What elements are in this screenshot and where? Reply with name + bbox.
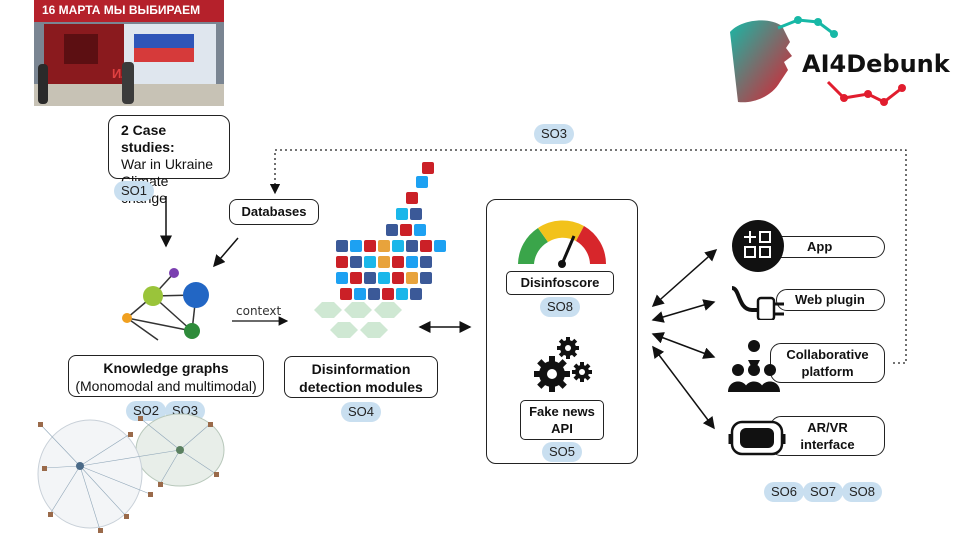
poster-headline: 16 МАРТА МЫ ВЫБИРАЕМ [42,3,201,17]
case-study-ukraine: War in Ukraine [121,156,214,172]
arrow-core-arvr [652,345,715,430]
so1-tag: SO1 [114,181,154,201]
api-line1: Fake news [529,404,595,419]
case-studies-title: 2 Case studies: [121,122,175,155]
detection-line2: detection modules [299,379,423,395]
arrow-core-collab [651,332,716,359]
arrow-db-to-graph [213,237,239,268]
logo-text: AI4Debunk [802,50,950,78]
case-studies-box: 2 Case studies: War in Ukraine Climate c… [108,115,230,206]
so3-tag: SO3 [534,124,574,144]
collab-line1: Collaborative [786,347,869,362]
disinfoscore-box: Disinfoscore [506,271,614,295]
detection-modules-box: Disinformation detection modules [284,356,438,398]
logo-head-icon [730,16,906,106]
vr-headset-icon [728,416,790,460]
disinfoscore-gauge-icon [512,212,612,268]
web-plugin-label: Web plugin [795,292,865,307]
so5-tag: SO5 [542,442,582,462]
arrow-core-app [651,249,718,307]
so7-tag: SO7 [803,482,843,502]
so8-output-tag: SO8 [842,482,882,502]
app-grid-icon [732,220,784,272]
arvr-line2: interface [800,437,855,452]
knowledge-graphs-subtitle: (Monomodal and multimodal) [75,378,257,394]
arrow-core-plugin [651,299,716,323]
api-line2: API [551,421,573,436]
collaborative-platform-box: Collaborative platform [770,343,885,383]
fake-news-api-box: Fake news API [520,400,604,440]
poster-photo: 16 МАРТА МЫ ВЫБИРАЕМ ИЛ [34,0,224,106]
knowledge-graphs-box: Knowledge graphs (Monomodal and multimod… [68,355,264,397]
detection-line1: Disinformation [311,361,411,377]
hexagon-strip-icon [310,300,410,340]
app-label: App [807,239,833,254]
ai4debunk-logo: AI4Debunk [720,12,950,112]
so6-tag: SO6 [764,482,804,502]
knowledge-graphs-title: Knowledge graphs [103,360,229,376]
arvr-line1: AR/VR [807,420,848,435]
web-plugin-box: Web plugin [776,289,885,311]
so8-core-tag: SO8 [540,297,580,317]
so2-tag: SO2 [126,401,166,421]
context-label: context [236,304,282,318]
arvr-interface-box: AR/VR interface [770,416,885,456]
network-visualization [30,404,230,538]
so3-dotted-link [269,149,907,364]
so4-tag: SO4 [341,402,381,422]
social-media-collage [326,160,466,310]
collab-line2: platform [801,364,854,379]
app-box: App [762,236,885,258]
databases-box: Databases [229,199,319,225]
people-group-icon [726,338,782,394]
gears-icon [530,336,600,396]
plug-icon [730,280,786,320]
